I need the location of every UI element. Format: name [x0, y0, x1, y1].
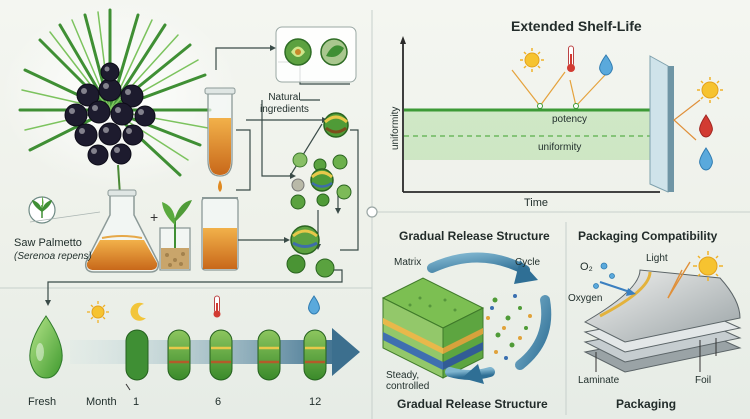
shelf-life-chart [400, 36, 701, 193]
o2-label: O₂ [580, 261, 593, 273]
fresh-label: Fresh [28, 396, 57, 408]
timeline-arrow [70, 328, 360, 376]
cycle-arrow-icon [427, 252, 552, 384]
svg-text:+: + [150, 209, 158, 225]
light-label: Light [646, 253, 668, 264]
seedling-beaker-icon [159, 200, 192, 271]
oxygen-label: Oxygen [568, 293, 603, 304]
potency-series-label: potency [552, 114, 588, 125]
shelf-life-title: Extended Shelf-Life [511, 18, 642, 34]
release-particles [486, 294, 532, 360]
microcapsule-spheres [286, 112, 352, 278]
berry-cluster-icon [64, 62, 156, 166]
timeline-tick: 6 [215, 396, 222, 408]
thermometer-icon [213, 295, 221, 318]
timeline-tick: 1 [133, 396, 140, 408]
plant-name-label: Saw Palmetto [14, 237, 82, 249]
month-label: Month [86, 396, 117, 408]
chart-xlabel: Time [524, 197, 549, 209]
fresh-drop-icon [29, 315, 63, 379]
natural-ingredients-label: Natural ingredients [260, 92, 309, 115]
natural-ingredients-box [275, 26, 357, 83]
plant-leaf-icon [28, 196, 101, 224]
uniformity-series-label: uniformity [538, 142, 582, 153]
sun-icon [87, 301, 109, 323]
water-drop-icon [699, 147, 713, 171]
release-title-bottom: Gradual Release Structure [397, 397, 548, 411]
packaging-title: Packaging Compatibility [578, 229, 718, 243]
plant-latin-label: (Serenoa repens) [14, 251, 92, 262]
release-title: Gradual Release Structure [399, 229, 550, 243]
water-drop-icon [599, 54, 613, 76]
steady-label: Steady, controlled [386, 370, 430, 392]
flask-icon [84, 189, 160, 273]
sun-icon [520, 48, 544, 72]
thermometer-icon [567, 45, 575, 72]
timeline-tick: 12 [309, 396, 322, 408]
test-tube-icon [204, 87, 236, 192]
packaging-title-bottom: Packaging [616, 397, 677, 411]
chart-ylabel: uniformity [390, 106, 401, 150]
red-drop-icon [699, 114, 713, 138]
cycle-label: Cycle [515, 257, 541, 268]
packaging-layers [583, 269, 742, 373]
foil-label: Foil [695, 375, 712, 386]
capsule-row [125, 329, 327, 381]
laminate-label: Laminate [578, 375, 620, 386]
release-matrix-block [381, 277, 485, 379]
water-drop-icon [308, 295, 320, 315]
sun-icon [697, 77, 723, 103]
sun-icon [693, 251, 723, 281]
matrix-label: Matrix [394, 257, 422, 268]
moon-icon [130, 302, 146, 321]
extract-beaker-icon [201, 197, 239, 271]
